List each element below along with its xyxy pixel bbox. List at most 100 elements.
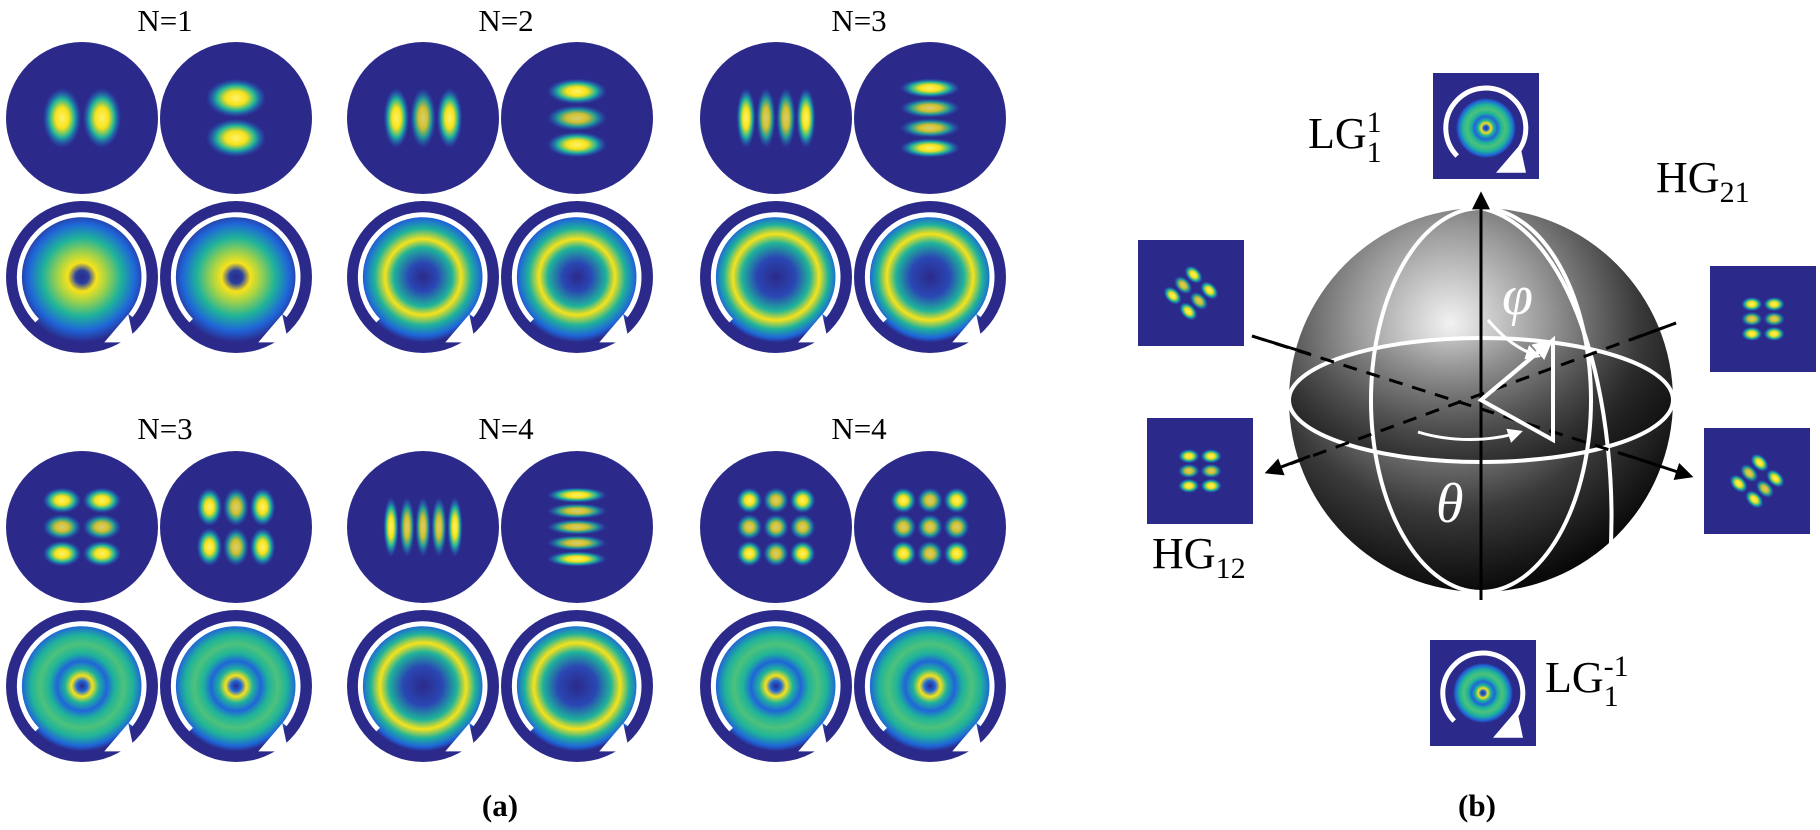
mode-group-5-hg-0-lobe: [763, 540, 789, 567]
mode-group-4-lg-0-arrowhead: [445, 723, 476, 752]
mode-group-5-hg-0-lobe: [736, 540, 763, 567]
mode-group-3-hg-disc: [6, 451, 158, 603]
mode-group-3-hg-0-lobe: [42, 540, 82, 567]
inset-hg-diag-right-lobe: [1750, 453, 1769, 472]
mode-group-3-hg-0-lobe: [42, 514, 82, 540]
mode-group-3-hg-0-lobe: [82, 540, 122, 567]
mode-group-5-hg-1-lobe: [917, 540, 943, 567]
mode-group-4-lg-1-pattern: [511, 620, 643, 752]
label-lg-bottom-base: LG: [1545, 653, 1604, 703]
mode-group-2-hg-1-lobe: [900, 98, 960, 118]
inset-hg-right-lobe: [1763, 311, 1785, 327]
sphere-meridian-right: [1480, 206, 1614, 561]
mode-group-4-hg-1-lobe: [547, 487, 607, 503]
mode-group-5-hg-1-lobe: [943, 540, 970, 567]
inset-hg-left-lobe: [1178, 478, 1200, 493]
mode-group-3-hg-1-lobe: [196, 487, 223, 527]
mode-group-2-hg-disc: [700, 42, 852, 194]
mode-group-1-lg-1-pattern: [511, 211, 643, 343]
inset-hg-right-lobe: [1741, 311, 1763, 327]
mode-group-0-hg-0-lobe: [82, 88, 122, 148]
label-lg-bottom-sup: -1: [1603, 650, 1629, 683]
mode-group-2-hg-1-lobe: [900, 138, 960, 158]
group-title-n2: N=2: [478, 3, 534, 38]
mode-group-4-hg-1-lobe: [547, 503, 607, 519]
inset-hg-right: [1710, 266, 1816, 372]
mode-group-1-hg-1-lobe: [547, 105, 607, 131]
mode-group-2: [700, 42, 1006, 353]
inset-hg-diag-right-lobe: [1729, 474, 1748, 493]
axis-diagonal-b: [1267, 321, 1677, 474]
inset-hg-diag-right-lobe: [1745, 490, 1764, 509]
mode-group-4-hg-0-lobe: [447, 497, 463, 557]
mode-group-5-hg-0-lobe: [789, 514, 816, 540]
axis-diagonal-a-arrow: [1619, 451, 1694, 481]
mode-group-2-lg-0-arrowhead: [798, 314, 829, 343]
phi-symbol: φ: [1502, 265, 1533, 327]
mode-group-1-hg-0-lobe: [410, 88, 436, 148]
mode-group-1-lg-0-arc: [357, 212, 488, 323]
label-hg12-base: HG: [1152, 529, 1216, 578]
mode-group-3-hg-1-lobe: [249, 487, 276, 527]
mode-group-3-lg-0-pattern: [16, 620, 148, 752]
mode-group-5-lg-1-arc: [864, 621, 995, 732]
group-title-n3-bottom: N=3: [137, 411, 193, 446]
label-lg-top-sub: 1: [1366, 136, 1382, 169]
label-hg12-sub: 12: [1215, 551, 1246, 585]
mode-group-4-lg-1-arrowhead: [599, 723, 630, 752]
label-lg-top-base: LG: [1308, 109, 1367, 159]
mode-group-5-hg-0-lobe: [763, 514, 789, 540]
inset-hg-diag-right: [1704, 428, 1810, 534]
mode-group-0-hg-1-lobe: [206, 118, 266, 158]
mode-group-4-lg-0-arc: [357, 621, 488, 732]
theta-symbol: θ: [1436, 473, 1464, 535]
label-hg12: HG12: [1152, 532, 1246, 584]
theta-arc-arrow: [1417, 428, 1523, 443]
inset-lg-bottom-vortex-arrowhead: [1493, 709, 1523, 738]
inset-hg-diag-left-lobe: [1174, 276, 1193, 295]
mode-group-5-hg-0-lobe: [736, 514, 763, 540]
mode-group-0-hg-disc: [160, 42, 312, 194]
inset-hg-diag-right-rot: [1729, 453, 1785, 509]
mode-group-1-hg-0-lobe: [383, 88, 410, 148]
inset-hg-left-lobe: [1200, 478, 1222, 493]
mode-group-3-hg-1-lobe: [249, 527, 276, 567]
mode-group-1-lg-0-pattern: [357, 211, 489, 343]
panel-a-mode-grid: [6, 42, 1006, 762]
label-lg-top-sup: 1: [1366, 106, 1382, 139]
mode-group-4-hg-0-lobe: [415, 497, 431, 557]
panel-b-label: (b): [1458, 788, 1496, 823]
mode-group-3-hg-1-lobe: [223, 527, 249, 567]
inset-hg-diag-left-lobe: [1179, 302, 1198, 321]
mode-group-0-hg-0-lobe: [42, 88, 82, 148]
mode-group-3-lg-1-pattern: [170, 620, 302, 752]
mode-group-1-hg-1-lobe: [547, 131, 607, 158]
mode-group-3-hg-disc: [160, 451, 312, 603]
inset-hg-right-lobe: [1741, 297, 1763, 312]
mode-group-1-hg-1-lobe: [547, 78, 607, 105]
mode-group-2-lg-1-arc: [864, 212, 995, 323]
inset-hg-left: [1147, 418, 1253, 524]
mode-group-5-hg-0-lobe: [763, 487, 789, 514]
mode-group-0-lg-0-arrowhead: [104, 314, 135, 343]
mode-group-1-lg-0-arrowhead: [445, 314, 476, 343]
mode-group-3-hg-0-lobe: [82, 487, 122, 514]
axis-upper-right-stub: [1629, 321, 1677, 342]
mode-group-5-hg-0-lobe: [736, 487, 763, 514]
mode-group-2-hg-1-lobe: [900, 118, 960, 138]
group-title-n3-top: N=3: [831, 3, 887, 38]
inset-hg-diag-left-rot: [1163, 265, 1219, 321]
group-title-n4-left: N=4: [478, 411, 534, 446]
mode-group-5-hg-1-lobe: [917, 514, 943, 540]
group-title-n4-right: N=4: [831, 411, 887, 446]
mode-group-2-hg-0-lobe: [796, 88, 816, 148]
mode-group-5-hg-1-lobe: [943, 514, 970, 540]
inset-hg-diag-right-lobe: [1766, 469, 1785, 488]
mode-group-2-hg-0-lobe: [756, 88, 776, 148]
inset-hg-left-lobe: [1200, 449, 1222, 464]
inset-lg-top-vortex-arrowhead: [1496, 144, 1526, 173]
inset-lg-top-pattern: [1456, 98, 1516, 158]
mode-group-0-lg-1-arc: [170, 212, 301, 323]
